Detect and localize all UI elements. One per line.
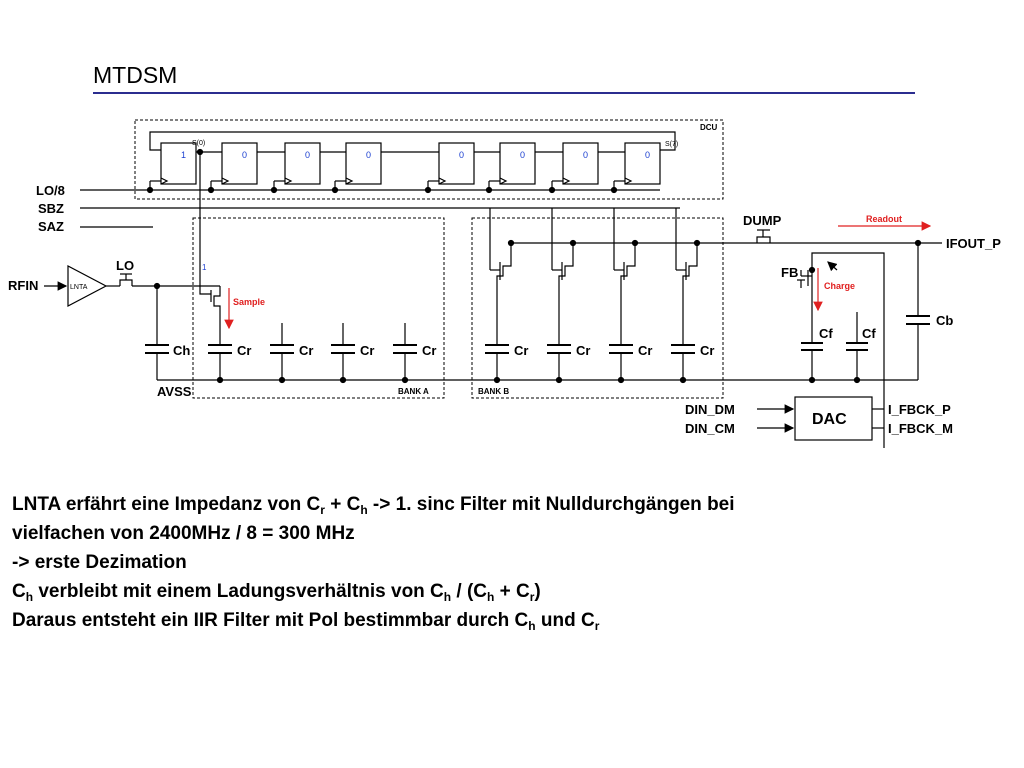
cr-label: Cr (299, 343, 313, 358)
flipflop (160, 142, 197, 185)
bank-a-capacitors: Cr Cr Cr Cr (208, 323, 436, 384)
cb-label: Cb (936, 313, 953, 328)
ch-label: Ch (173, 343, 190, 358)
cf-label-2: Cf (862, 326, 876, 341)
flipflop-state: 0 (583, 150, 588, 160)
cr-label: Cr (576, 343, 590, 358)
dcu-box (134, 119, 724, 200)
sbz-label: SBZ (38, 201, 64, 216)
junction-dot (693, 239, 701, 247)
dcu-label: DCU (700, 123, 718, 132)
s0-label: S(0) (192, 140, 205, 147)
clock-input-icon (284, 177, 293, 185)
lo8-label: LO/8 (36, 183, 65, 198)
dac-label: DAC (812, 411, 847, 428)
slide-title: MTDSM (93, 62, 178, 88)
flipflop-chain: 1 0 0 0 0 0 0 0 (146, 142, 661, 194)
readout-label: Readout (866, 214, 902, 224)
clock-input-icon (160, 177, 169, 185)
din-cm-label: DIN_CM (685, 421, 735, 436)
ifout-p-label: IFOUT_P (946, 236, 1001, 251)
flipflop-state: 0 (459, 150, 464, 160)
title-rule (93, 92, 915, 94)
flipflop-state: 0 (305, 150, 310, 160)
cf-label-1: Cf (819, 326, 833, 341)
dump-switch (756, 236, 771, 243)
flipflop-state: 0 (645, 150, 650, 160)
lnta-label: LNTA (70, 284, 88, 291)
flipflop-state: 0 (366, 150, 371, 160)
slide-body-text: LNTA erfährt eine Impedanz von Cr + Ch -… (12, 490, 1012, 635)
text-line-5: Daraus entsteht ein IIR Filter mit Pol b… (12, 610, 600, 633)
bank-a-label: BANK A (398, 387, 429, 396)
bank-a-box (192, 217, 445, 399)
flipflop (345, 142, 382, 185)
wire-one-label: 1 (202, 263, 207, 272)
lo-label: LO (116, 258, 134, 273)
dump-label: DUMP (743, 213, 782, 228)
charge-label: Charge (824, 281, 855, 291)
cr-label: Cr (360, 343, 374, 358)
lo-switch (119, 279, 133, 286)
din-dm-label: DIN_DM (685, 402, 735, 417)
flipflop (284, 142, 321, 185)
cr-label: Cr (514, 343, 528, 358)
fb-label: FB (781, 265, 798, 280)
rfin-label: RFIN (8, 278, 38, 293)
text-line-1: LNTA erfährt eine Impedanz von Cr + Ch -… (12, 494, 735, 517)
junction-dot (569, 239, 577, 247)
flipflop (624, 142, 661, 185)
flipflop-state: 1 (181, 150, 186, 160)
junction-dot (631, 239, 639, 247)
cr-label: Cr (237, 343, 251, 358)
lnta-amplifier (67, 265, 108, 307)
flipflop (562, 142, 599, 185)
bank-b-label: BANK B (478, 387, 509, 396)
saz-label: SAZ (38, 219, 64, 234)
bank-b-capacitors: Cr Cr Cr Cr (485, 208, 714, 384)
clock-input-icon (562, 177, 571, 185)
dac-block (794, 396, 873, 441)
cr-label: Cr (638, 343, 652, 358)
clock-input-icon (221, 177, 230, 185)
cr-label: Cr (700, 343, 714, 358)
junction-dot (555, 376, 563, 384)
clock-input-icon (438, 177, 447, 185)
junction-dot (617, 376, 625, 384)
sample-label: Sample (233, 297, 265, 307)
text-line-4: Ch verbleibt mit einem Ladungsverhältnis… (12, 581, 541, 604)
junction-dot (507, 239, 515, 247)
ring-feedback-wire (149, 131, 676, 151)
flipflop-state: 0 (242, 150, 247, 160)
flipflop (438, 142, 475, 185)
flipflop-state: 0 (520, 150, 525, 160)
text-line-2: vielfachen von 2400MHz / 8 = 300 MHz (12, 523, 355, 544)
flipflop (221, 142, 258, 185)
bank-b-box (471, 217, 724, 399)
junction-dot (679, 376, 687, 384)
flipflop (499, 142, 536, 185)
cr-label: Cr (422, 343, 436, 358)
avss-label: AVSS (157, 384, 192, 399)
clock-input-icon (499, 177, 508, 185)
s7-label: S(7) (665, 141, 678, 148)
clock-input-icon (345, 177, 354, 185)
clock-input-icon (624, 177, 633, 185)
junction-dot (493, 376, 501, 384)
i-fbck-m-label: I_FBCK_M (888, 421, 953, 436)
i-fbck-p-label: I_FBCK_P (888, 402, 951, 417)
text-line-3: -> erste Dezimation (12, 552, 187, 573)
mtdsm-circuit-diagram: DCU S(0) S(7) 1 0 0 0 0 0 0 0 LO/8 SBZ SAZ 1 RF… (8, 119, 1001, 448)
